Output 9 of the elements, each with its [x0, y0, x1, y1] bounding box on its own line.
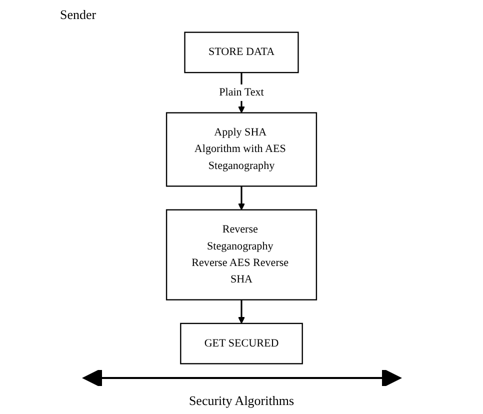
text-label: Security Algorithms	[188, 393, 294, 408]
edge-label: Plain Text	[219, 86, 264, 99]
node-box: STORE DATA	[184, 32, 299, 74]
node-box: Apply SHA Algorithm with AES Steganography	[166, 112, 318, 187]
node-box: GET SECURED	[180, 322, 303, 364]
node-box: Reverse Steganography Reverse AES Reverse SHA	[166, 209, 318, 300]
text-label: Sender	[60, 7, 96, 22]
arrow	[238, 300, 245, 324]
arrow	[238, 186, 245, 210]
